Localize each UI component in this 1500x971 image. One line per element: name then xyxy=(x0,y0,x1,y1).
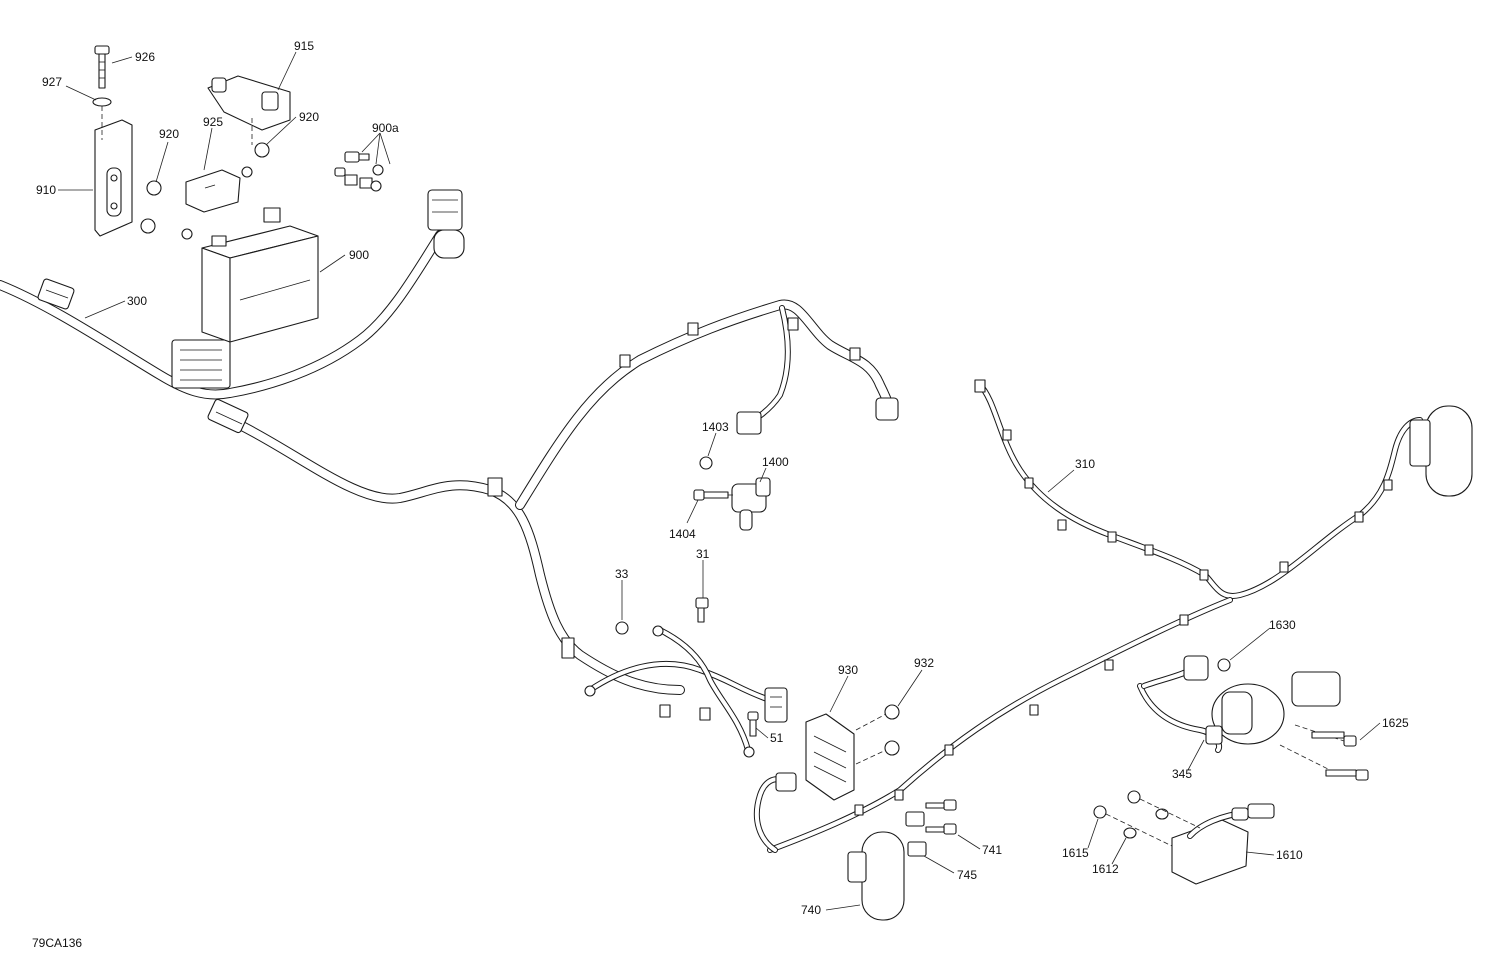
callout-1610: 1610 xyxy=(1276,848,1303,862)
nut-1403 xyxy=(699,456,713,470)
light-740 xyxy=(847,831,905,921)
callout-33: 33 xyxy=(615,567,629,581)
callout-930: 930 xyxy=(838,663,858,677)
callout-900a: 900a xyxy=(372,121,399,135)
harness-345 xyxy=(1137,655,1223,753)
callout-915: 915 xyxy=(294,39,314,53)
callout-51: 51 xyxy=(770,731,784,745)
callout-300: 300 xyxy=(127,294,147,308)
harness-connector-1403-area xyxy=(736,411,762,435)
callout-910: 910 xyxy=(36,183,56,197)
bracket-745 xyxy=(905,811,927,857)
harness-connector-right-end xyxy=(875,397,899,421)
bolt-741 xyxy=(925,799,957,835)
callout-900: 900 xyxy=(349,248,369,262)
main-harness-300 xyxy=(0,189,899,758)
callout-740: 740 xyxy=(801,903,821,917)
grommet-1630 xyxy=(1217,658,1231,672)
harness-connector-mid xyxy=(207,398,249,434)
callout-1403: 1403 xyxy=(702,420,729,434)
bolt-926 xyxy=(94,45,110,89)
bolt-1404 xyxy=(693,489,729,501)
leader-lines xyxy=(58,51,1381,911)
bolt-1625 xyxy=(1279,724,1369,781)
callout-1404: 1404 xyxy=(669,527,696,541)
harness-connector-top xyxy=(427,189,465,259)
callout-920-lower: 920 xyxy=(159,127,179,141)
light-1610 xyxy=(1171,803,1275,885)
callout-1612: 1612 xyxy=(1092,862,1119,876)
callout-920-upper: 920 xyxy=(299,110,319,124)
callout-925: 925 xyxy=(203,115,223,129)
harness-connector-left xyxy=(37,278,75,310)
callout-1615: 1615 xyxy=(1062,846,1089,860)
callout-31: 31 xyxy=(696,547,710,561)
callout-345: 345 xyxy=(1172,767,1192,781)
rear-light-right xyxy=(1409,405,1473,497)
callout-745: 745 xyxy=(957,868,977,882)
callout-310: 310 xyxy=(1075,457,1095,471)
harness-connector-930-side xyxy=(764,687,788,723)
sensor-1400 xyxy=(731,477,771,531)
battery-bracket-910 xyxy=(94,119,133,237)
bolt-31 xyxy=(695,597,709,623)
cover-925 xyxy=(185,169,241,213)
callout-labels: 926 927 915 920 920 925 900a 910 900 300… xyxy=(36,39,1409,917)
callout-1625: 1625 xyxy=(1382,716,1409,730)
drawing-reference: 79CA136 xyxy=(32,936,82,950)
harness-connector-large xyxy=(171,339,231,389)
callout-926: 926 xyxy=(135,50,155,64)
battery-900 xyxy=(201,207,319,343)
grommet-932 xyxy=(884,704,900,756)
nut-920-lower xyxy=(140,142,270,240)
hardware-900a xyxy=(334,151,384,192)
terminal-cover-915 xyxy=(207,75,291,131)
rear-harness-310 xyxy=(753,379,1423,853)
nut-1615 xyxy=(1093,790,1141,819)
bolt-51 xyxy=(747,711,759,737)
light-unit-1630 xyxy=(1211,671,1341,745)
module-930 xyxy=(805,713,855,801)
callout-927: 927 xyxy=(42,75,62,89)
callout-932: 932 xyxy=(914,656,934,670)
nut-33 xyxy=(615,621,629,635)
callout-1400: 1400 xyxy=(762,455,789,469)
callout-1630: 1630 xyxy=(1269,618,1296,632)
callout-741: 741 xyxy=(982,843,1002,857)
washer-927 xyxy=(92,97,112,107)
